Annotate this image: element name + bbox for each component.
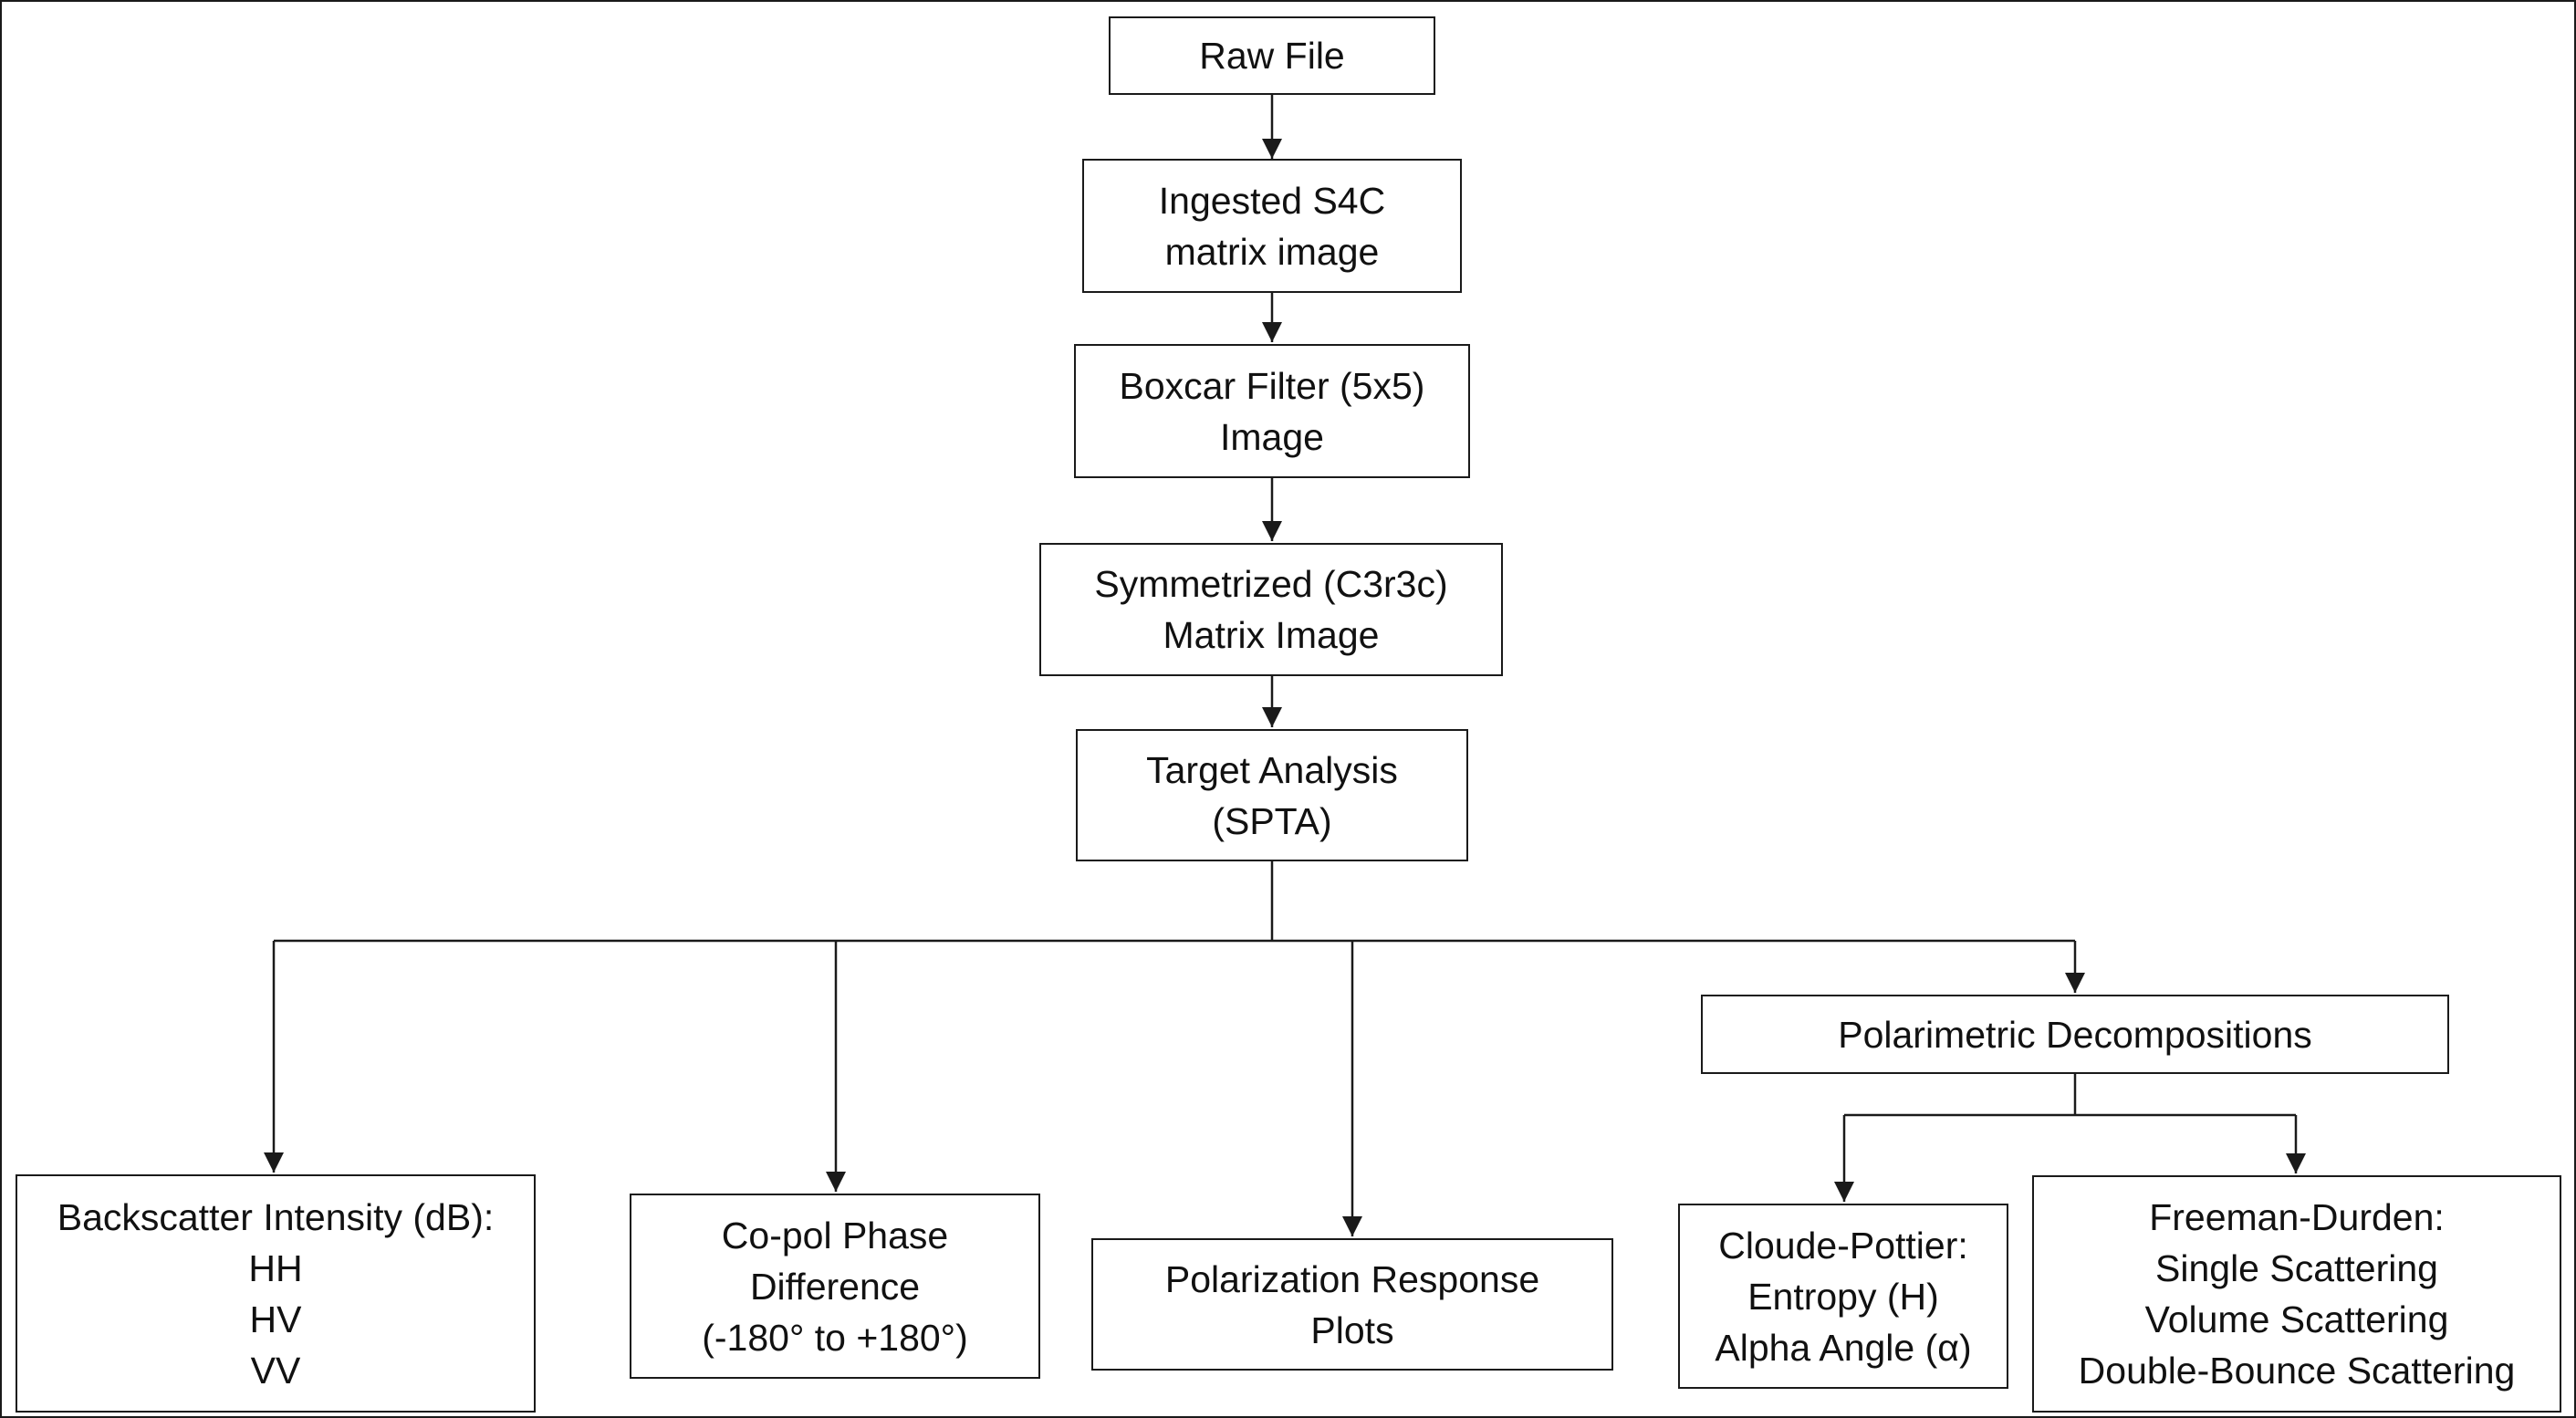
node-copol-phase-difference: Co-pol Phase Difference (-180° to +180°) (630, 1194, 1040, 1379)
node-polresp-line-2: Plots (1310, 1309, 1394, 1351)
node-decomp-line-1: Polarimetric Decompositions (1838, 1013, 2312, 1056)
node-ingested-s4c: Ingested S4C matrix image (1082, 159, 1462, 293)
node-target-line-1: Target Analysis (1146, 748, 1398, 791)
node-ingested-line-1: Ingested S4C (1158, 179, 1386, 222)
node-freeman-line-2: Single Scattering (2155, 1247, 2438, 1289)
node-freeman-durden: Freeman-Durden: Single Scattering Volume… (2032, 1175, 2561, 1413)
node-symmetrized-line-2: Matrix Image (1163, 614, 1380, 656)
node-freeman-line-4: Double-Bounce Scattering (2078, 1350, 2516, 1392)
node-polarimetric-decompositions: Polarimetric Decompositions (1701, 995, 2449, 1074)
node-symmetrized-matrix: Symmetrized (C3r3c) Matrix Image (1039, 543, 1503, 676)
node-copol-line-1: Co-pol Phase (721, 1214, 949, 1256)
node-copol-line-2: Difference (749, 1265, 921, 1308)
node-polarization-response: Polarization Response Plots (1091, 1238, 1613, 1371)
node-boxcar-line-1: Boxcar Filter (5x5) (1119, 364, 1425, 407)
node-target-line-2: (SPTA) (1212, 799, 1332, 842)
node-raw-file: Raw File (1109, 16, 1435, 95)
node-polresp-line-1: Polarization Response (1164, 1257, 1540, 1300)
node-target-analysis: Target Analysis (SPTA) (1076, 729, 1468, 861)
node-cloude-line-3: Alpha Angle (α) (1715, 1326, 1972, 1369)
node-copol-line-3: (-180° to +180°) (702, 1316, 968, 1359)
node-freeman-line-3: Volume Scattering (2144, 1298, 2449, 1340)
node-boxcar-filter: Boxcar Filter (5x5) Image (1074, 344, 1470, 478)
node-ingested-line-2: matrix image (1164, 230, 1380, 273)
node-cloude-line-2: Entropy (H) (1747, 1275, 1939, 1318)
node-cloude-pottier: Cloude-Pottier: Entropy (H) Alpha Angle … (1678, 1204, 2008, 1389)
node-backscatter-line-2: HH (248, 1246, 303, 1289)
node-cloude-line-1: Cloude-Pottier: (1718, 1224, 1968, 1267)
node-backscatter-line-1: Backscatter Intensity (dB): (57, 1195, 495, 1238)
node-boxcar-line-2: Image (1220, 415, 1324, 458)
node-symmetrized-line-1: Symmetrized (C3r3c) (1094, 563, 1448, 605)
node-backscatter-line-4: VV (250, 1349, 301, 1392)
node-freeman-line-1: Freeman-Durden: (2149, 1196, 2445, 1238)
node-raw-file-line-1: Raw File (1199, 35, 1345, 77)
node-backscatter-intensity: Backscatter Intensity (dB): HH HV VV (16, 1174, 536, 1413)
node-backscatter-line-3: HV (249, 1298, 302, 1340)
